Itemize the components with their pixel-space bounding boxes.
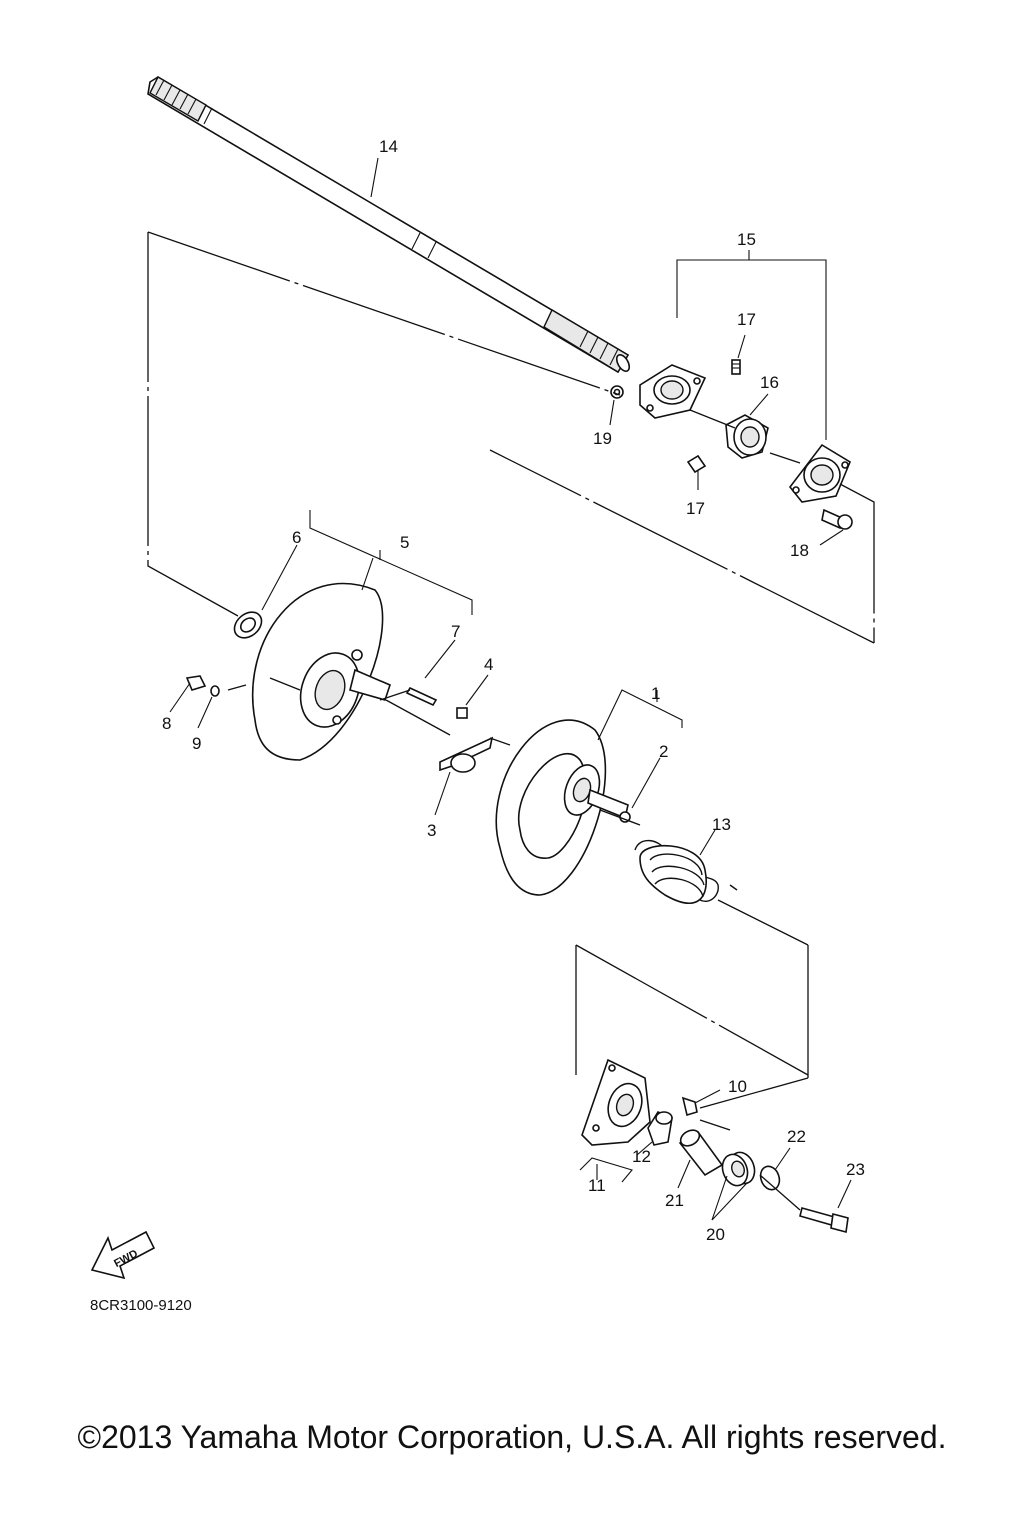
callout-20: 20 — [706, 1225, 725, 1244]
callout-9: 9 — [192, 734, 201, 753]
movable-sheave — [439, 719, 738, 904]
callout-17a: 17 — [737, 310, 756, 329]
callout-23: 23 — [846, 1160, 865, 1179]
callout-17b: 17 — [686, 499, 705, 518]
bearing-housing-assembly — [610, 359, 853, 530]
callout-3: 3 — [427, 821, 436, 840]
fixed-sheave — [185, 582, 468, 761]
callout-6: 6 — [292, 528, 301, 547]
callout-8: 8 — [162, 714, 171, 733]
callout-22: 22 — [787, 1127, 806, 1146]
callout-5: 5 — [400, 533, 409, 552]
callout-numbers: 1 2 3 4 5 6 7 8 9 10 11 12 13 14 15 16 1… — [162, 137, 865, 1244]
callout-21: 21 — [665, 1191, 684, 1210]
callout-2: 2 — [659, 742, 668, 761]
fwd-arrow-icon: FWD — [90, 1230, 156, 1280]
callout-11: 11 — [588, 1176, 606, 1195]
cam-group — [581, 1058, 698, 1146]
callout-7: 7 — [451, 622, 460, 641]
diagram-code: 8CR3100-9120 — [90, 1297, 192, 1314]
callout-1: 1 — [651, 684, 660, 703]
leaders — [169, 157, 852, 1221]
shaft — [147, 76, 631, 374]
callout-15: 15 — [737, 230, 756, 249]
callout-10: 10 — [728, 1077, 747, 1096]
assembly-lines — [147, 231, 875, 1211]
callout-19: 19 — [593, 429, 612, 448]
rear-hardware — [678, 1129, 849, 1234]
callout-13: 13 — [712, 815, 731, 834]
callout-18: 18 — [790, 541, 809, 560]
callout-12: 12 — [632, 1147, 651, 1166]
callout-16: 16 — [760, 373, 779, 392]
callout-4: 4 — [484, 655, 493, 674]
callout-14: 14 — [379, 137, 398, 156]
copyright-footer: ©2013 Yamaha Motor Corporation, U.S.A. A… — [77, 1419, 947, 1455]
